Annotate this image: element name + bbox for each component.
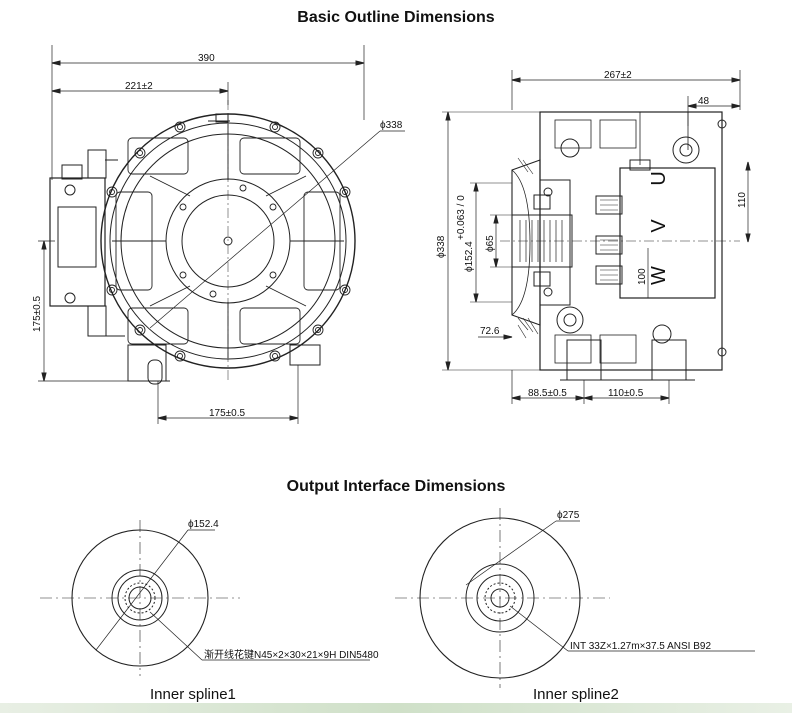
dim-length: 267±2 (604, 70, 632, 81)
dim-flange-tolerance: +0.063 / 0 (456, 195, 467, 240)
dim-terminal-height: 100 (637, 268, 648, 285)
terminal-labels: W V U (648, 157, 670, 285)
dim-box-height: 110 (737, 192, 748, 208)
spline1-view: ϕ152.4 渐开线花键N45×2×30×21×9H DIN5480 (40, 519, 379, 676)
dim-side-diameter: ϕ338 (436, 235, 447, 258)
spline1-spec: 渐开线花键N45×2×30×21×9H DIN5480 (204, 648, 379, 661)
dim-shaft-diameter: ϕ65 (485, 235, 496, 252)
dim-diameter-front: ϕ338 (380, 120, 403, 131)
spline2-diameter: ϕ275 (557, 510, 580, 521)
dim-offset: 221±2 (125, 81, 153, 92)
dim-flange-diameter: ϕ152.4 (464, 241, 475, 272)
front-view: 390 221±2 (32, 45, 405, 424)
spline2-view: ϕ275 INT 33Z×1.27m×37.5 ANSI B92 (395, 508, 755, 688)
spline1-caption: Inner spline1 (150, 686, 236, 703)
dim-box-width: 48 (698, 96, 710, 107)
dim-foot-offset: 88.5±0.5 (528, 388, 567, 399)
side-view: 267±2 48 110 (436, 70, 751, 404)
dim-foot-spacing: 110±0.5 (608, 388, 644, 399)
spline2-caption: Inner spline2 (533, 686, 619, 703)
dim-bottom-width: 175±0.5 (209, 408, 246, 419)
dim-width-total: 390 (198, 53, 215, 64)
interface-title: Output Interface Dimensions (286, 478, 506, 495)
dim-flange-offset: 72.6 (480, 326, 500, 337)
bottom-band (0, 703, 792, 713)
spline1-diameter: ϕ152.4 (188, 519, 219, 530)
dim-height-offset: 175±0.5 (32, 295, 43, 332)
spline2-spec: INT 33Z×1.27m×37.5 ANSI B92 (570, 641, 711, 652)
outline-title: Basic Outline Dimensions (297, 9, 495, 26)
